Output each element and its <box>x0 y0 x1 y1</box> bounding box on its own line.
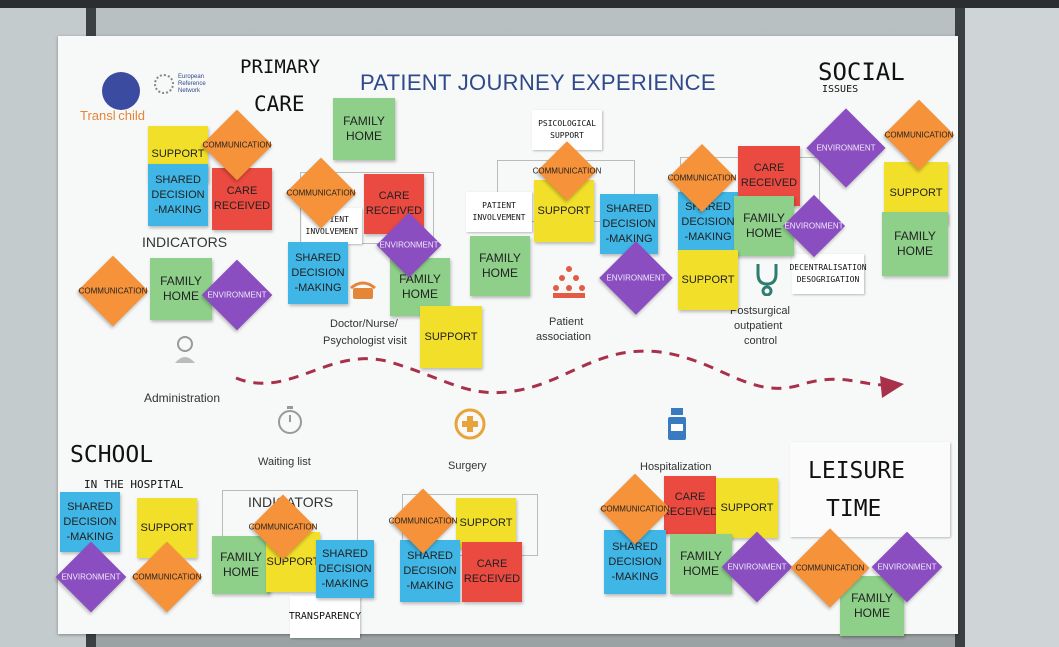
label-doctor-visit-2: Psychologist visit <box>323 335 407 347</box>
label-waiting-list: Waiting list <box>258 456 311 468</box>
handwritten-care: CARE <box>254 92 305 116</box>
note-care-received: CARE RECEIVED <box>462 542 522 602</box>
diamond-label: COMMUNICATION <box>667 173 737 183</box>
handwritten-school: SCHOOL <box>70 442 154 468</box>
note-shared-decision: SHARED DECISION -MAKING <box>288 242 348 304</box>
note-shared-decision: SHARED DECISION -MAKING <box>600 194 658 254</box>
note-support: SUPPORT <box>137 498 197 558</box>
indicators-label-left: INDICATORS <box>142 234 228 250</box>
card-decentralisation: DECENTRALISATION DESOGRIGATION <box>789 254 867 294</box>
handwritten-time: TIME <box>826 496 882 522</box>
note-support: SUPPORT <box>456 498 516 548</box>
diamond-label: ENVIRONMENT <box>207 290 267 300</box>
note-family-home: FAMILY HOME <box>470 236 530 296</box>
diamond-label: ENVIRONMENT <box>877 562 937 572</box>
headset-agent-icon <box>175 336 195 363</box>
note-shared-decision: SHARED DECISION -MAKING <box>400 540 460 602</box>
handwritten-issues: ISSUES <box>822 84 859 95</box>
label-surgery: Surgery <box>448 460 487 472</box>
diamond-label: COMMUNICATION <box>132 572 202 582</box>
ern-logo-line-1: European <box>178 74 205 80</box>
handwritten-leisure: LEISURE <box>808 458 905 484</box>
window-frame-top <box>0 0 1059 8</box>
page-title: PATIENT JOURNEY EXPERIENCE <box>360 70 716 95</box>
note-support: SUPPORT <box>420 306 482 368</box>
handwritten-social: SOCIAL <box>818 58 905 86</box>
note-support: SUPPORT <box>716 478 778 538</box>
label-postsurgical-1: Postsurgical <box>730 305 790 317</box>
diamond-label: ENVIRONMENT <box>784 221 844 231</box>
diamond-label: COMMUNICATION <box>532 166 602 176</box>
diamond-label: COMMUNICATION <box>202 140 272 150</box>
diamond-label: COMMUNICATION <box>248 522 318 532</box>
note-care-received: CARE RECEIVED <box>212 168 272 230</box>
note-family-home: FAMILY HOME <box>212 536 270 594</box>
diamond-label: ENVIRONMENT <box>606 273 666 283</box>
leisure-time-card <box>790 442 950 537</box>
transl-child-logo-text: Transl child <box>80 108 145 123</box>
handwritten-in-the-hospital: IN THE HOSPITAL <box>84 478 184 491</box>
handwritten-primary: PRIMARY <box>240 56 321 78</box>
label-hospitalization: Hospitalization <box>640 461 712 473</box>
diamond-label: ENVIRONMENT <box>61 572 121 582</box>
note-care-received: CARE RECEIVED <box>738 146 800 206</box>
note-support: SUPPORT <box>678 250 738 310</box>
label-postsurgical-3: control <box>744 335 778 347</box>
diamond-label: ENVIRONMENT <box>379 240 439 250</box>
stethoscope-icon <box>756 264 778 296</box>
telephone-icon <box>350 281 376 299</box>
note-family-home: FAMILY HOME <box>734 196 794 256</box>
diamond-label: ENVIRONMENT <box>816 143 876 153</box>
window-frame-right <box>955 0 965 647</box>
diamond-label: COMMUNICATION <box>78 286 148 296</box>
stopwatch-icon <box>278 406 302 434</box>
ern-logo-line-3: Network <box>178 88 201 94</box>
medicine-bottle-icon <box>668 408 686 440</box>
label-patient-assoc-1: Patient <box>549 316 584 328</box>
note-shared-decision: SHARED DECISION -MAKING <box>60 492 120 552</box>
note-family-home: FAMILY HOME <box>670 534 732 594</box>
note-family-home: FAMILY HOME <box>882 212 948 276</box>
note-care-received: CARE RECEIVED <box>662 476 718 534</box>
note-family-home: FAMILY HOME <box>150 258 212 320</box>
card-patient-involvement-2: PATIENT INVOLVEMENT <box>466 192 532 232</box>
window-panel-right <box>965 0 1059 647</box>
note-shared-decision: SHARED DECISION -MAKING <box>316 540 374 598</box>
label-patient-assoc-2: association <box>536 331 592 343</box>
diamond-label: COMMUNICATION <box>286 188 356 198</box>
label-doctor-visit-1: Doctor/Nurse/ <box>330 318 398 330</box>
transl-child-logo <box>102 72 140 110</box>
label-administration: Administration <box>144 391 221 405</box>
card-transparency: TRANSPARENCY <box>289 596 361 638</box>
first-aid-cross-icon <box>454 408 486 440</box>
diamond-label: COMMUNICATION <box>884 130 954 140</box>
people-group-icon <box>553 266 585 298</box>
diamond-label: COMMUNICATION <box>388 516 458 526</box>
diamond-label: COMMUNICATION <box>600 504 670 514</box>
diamond-label: ENVIRONMENT <box>727 562 787 572</box>
diamond-label: COMMUNICATION <box>795 563 865 573</box>
ern-logo-line-2: Reference <box>178 81 206 87</box>
label-postsurgical-2: outpatient <box>734 320 783 332</box>
note-family-home: FAMILY HOME <box>333 98 395 160</box>
note-shared-decision: SHARED DECISION -MAKING <box>148 164 208 226</box>
ern-logo-icon <box>154 74 174 94</box>
